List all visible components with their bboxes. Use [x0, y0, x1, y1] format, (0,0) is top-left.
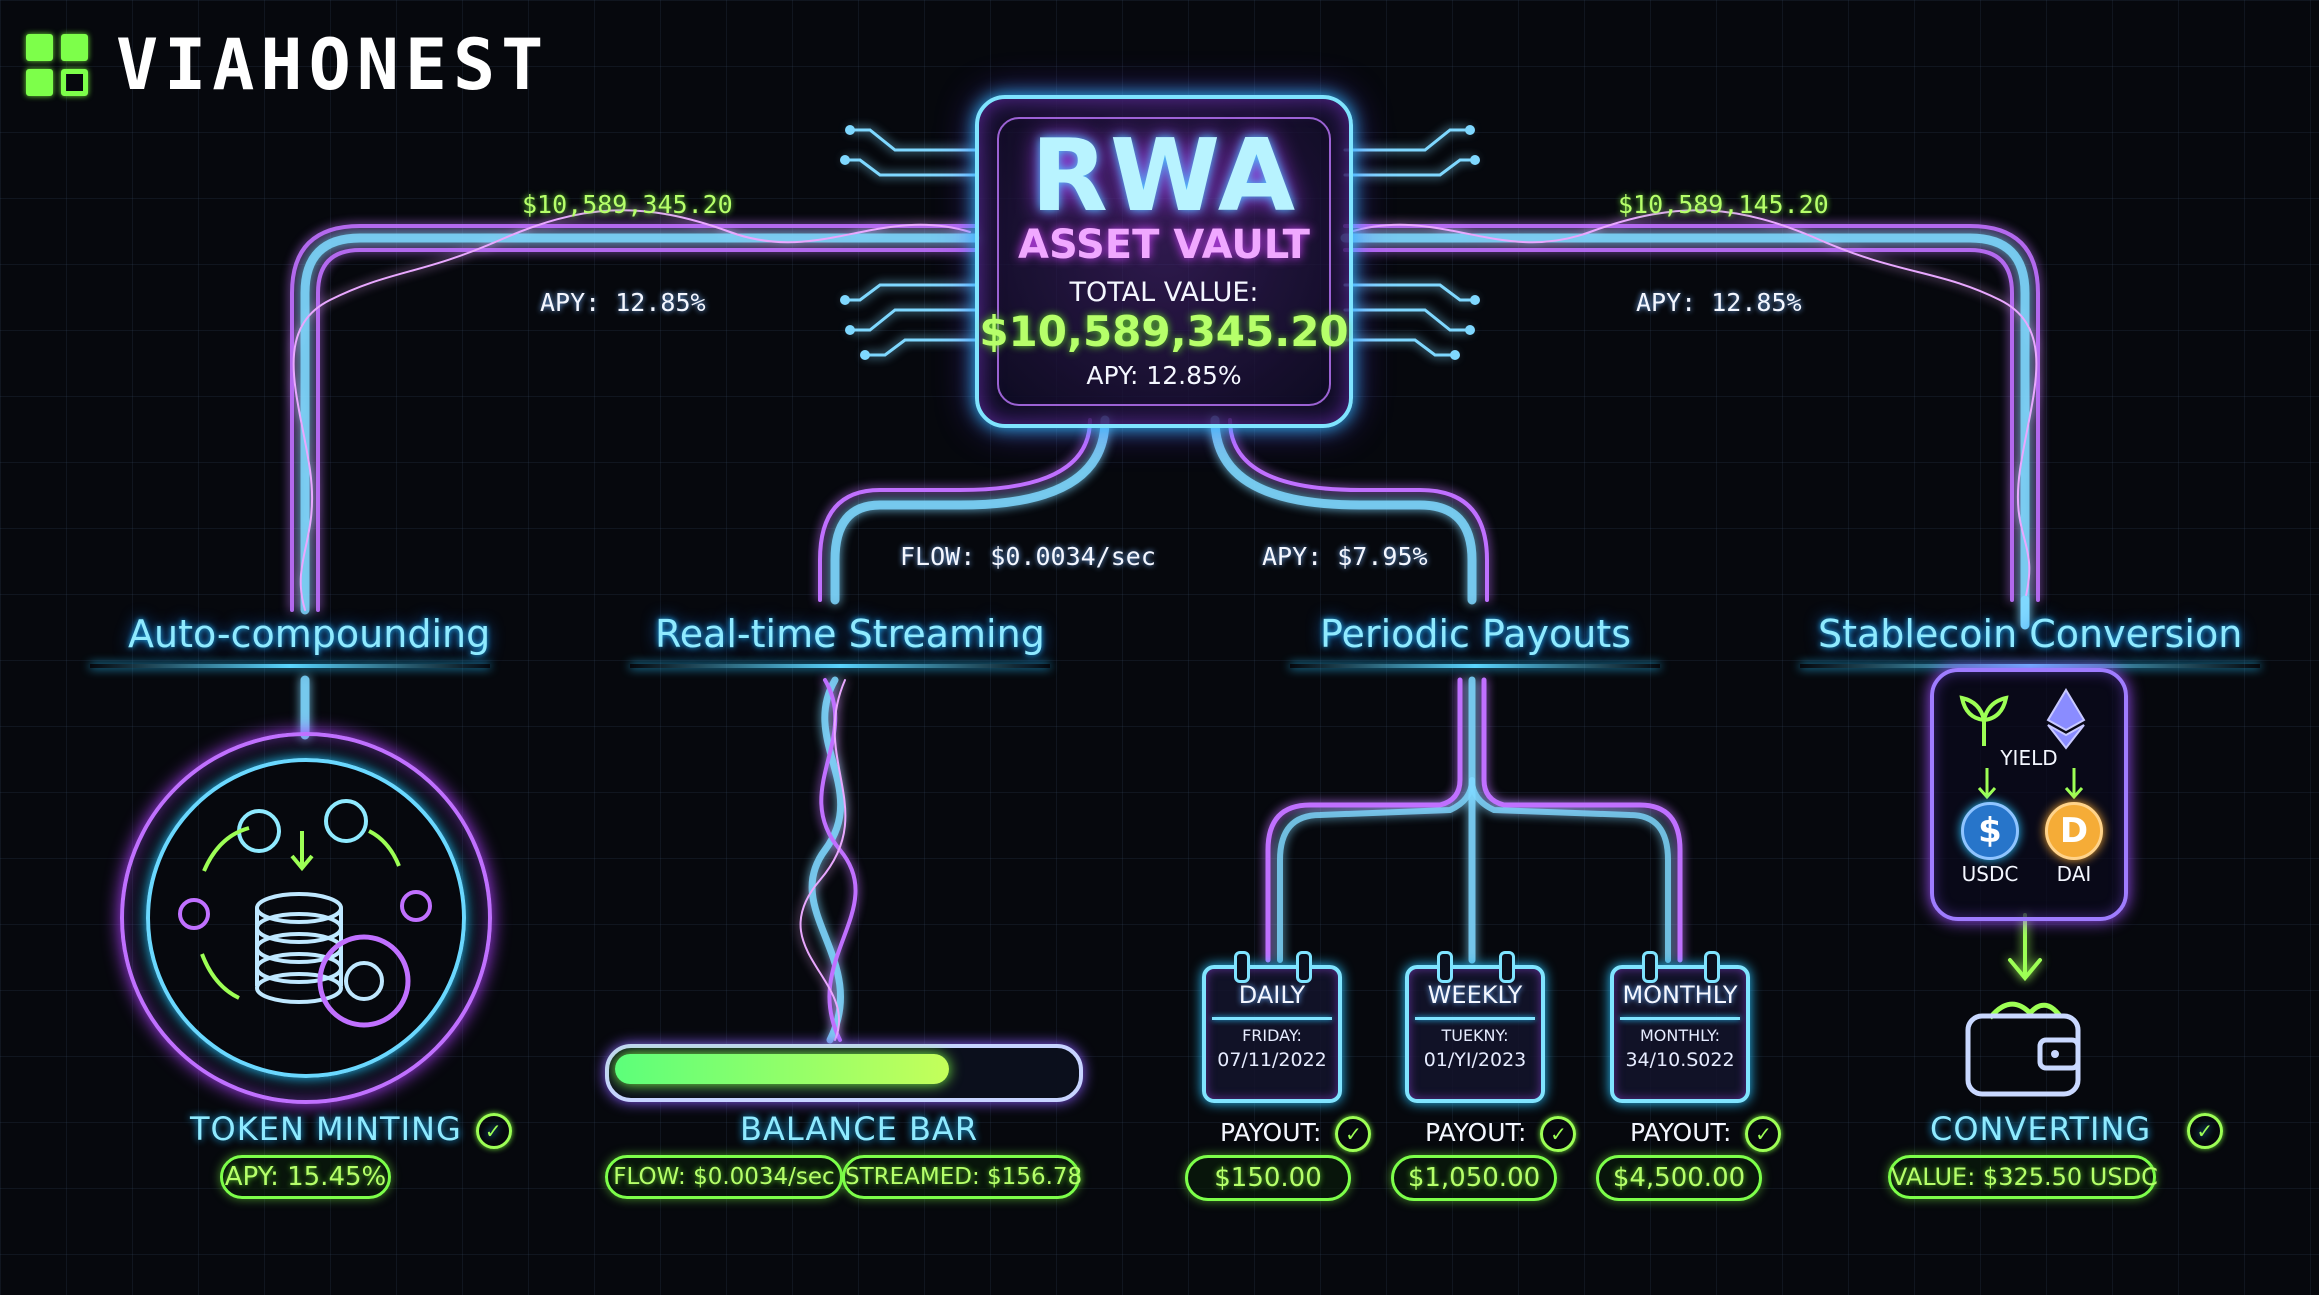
vault-total-label: TOTAL VALUE: [1069, 277, 1259, 308]
calendar-period: WEEKLY [1427, 981, 1523, 1009]
wire-vault-to-autocompound [300, 233, 980, 615]
vault-apy: APY: 12.85% [1086, 361, 1242, 390]
right-flow-apy: APY: 12.85% [1636, 288, 1802, 317]
rwa-asset-vault: RWA ASSET VAULT TOTAL VALUE: $10,589,345… [975, 95, 1353, 428]
wire-vault-to-stablecoin [1340, 233, 2030, 605]
category-auto-compounding: Auto-compounding [128, 612, 491, 656]
payout-apy: APY: $7.95% [1262, 542, 1428, 571]
check-icon: ✓ [1335, 1116, 1372, 1152]
calendar-date: 01/YI/2023 [1423, 1049, 1527, 1071]
check-icon: ✓ [2187, 1113, 2224, 1149]
converting-title: CONVERTING✓ [1930, 1110, 2224, 1149]
category-periodic-payouts: Periodic Payouts [1320, 612, 1632, 656]
convert-arrows-icon [1977, 768, 2084, 800]
brand-logo[interactable]: VIAHONEST [26, 24, 549, 106]
check-icon: ✓ [1745, 1116, 1782, 1152]
calendar-period: DAILY [1238, 981, 1306, 1009]
coin-stack-gear-icon [178, 799, 432, 1028]
calendar-weekly: WEEKLY TUEKNY: 01/YI/2023 [1405, 951, 1545, 1103]
calendar-monthly: MONTHLY MONTHLY: 34/10.S022 [1610, 951, 1750, 1103]
calendar-date: 34/10.S022 [1625, 1049, 1735, 1071]
calendar-period: MONTHLY [1622, 981, 1738, 1009]
token-minting-circle [120, 732, 492, 1104]
category-real-time-streaming: Real-time Streaming [655, 612, 1045, 656]
payout-daily-amount: $150.00 [1185, 1155, 1351, 1201]
vault-subtitle: ASSET VAULT [1018, 222, 1310, 268]
usdc-label: USDC [1961, 862, 2019, 886]
yield-label: YIELD [2000, 746, 2058, 770]
wallet-icon [1965, 1001, 2081, 1097]
qr-grid-icon [26, 34, 88, 96]
vault-total-value: $10,589,345.20 [979, 307, 1349, 356]
dai-label: DAI [2056, 862, 2092, 886]
calendar-date: 07/11/2022 [1217, 1049, 1327, 1071]
balance-bar-title: BALANCE BAR [740, 1110, 979, 1148]
right-flow-value: $10,589,145.20 [1618, 190, 1829, 219]
left-flow-apy: APY: 12.85% [540, 288, 706, 317]
wire-vault-to-streaming [830, 415, 1110, 605]
dai-icon: D [2045, 802, 2103, 860]
token-minting-title: TOKEN MINTING✓ [190, 1110, 512, 1149]
payout-weekly-amount: $1,050.00 [1391, 1155, 1557, 1201]
category-stablecoin-conversion: Stablecoin Conversion [1818, 612, 2243, 656]
balance-flow-pill: FLOW: $0.0034/sec [605, 1155, 843, 1199]
calendar-day: TUEKNY: [1441, 1026, 1509, 1045]
payout-monthly-label: PAYOUT:✓ [1630, 1116, 1782, 1152]
sprout-icon [1959, 695, 2009, 746]
balance-streamed-pill: STREAMED: $156.78 [842, 1155, 1082, 1199]
check-icon: ✓ [475, 1113, 512, 1149]
balance-bar-fill [615, 1054, 949, 1084]
vault-title: RWA [1030, 117, 1298, 234]
calendar-day: MONTHLY: [1640, 1026, 1720, 1045]
calendar-day: FRIDAY: [1242, 1026, 1302, 1045]
token-minting-apy: APY: 15.45% [220, 1155, 391, 1199]
payout-daily-label: PAYOUT:✓ [1220, 1116, 1372, 1152]
left-flow-value: $10,589,345.20 [522, 190, 733, 219]
converting-value: VALUE: $325.50 USDC [1888, 1155, 2158, 1199]
stream-flow-rate: FLOW: $0.0034/sec [900, 542, 1156, 571]
payout-monthly-amount: $4,500.00 [1596, 1155, 1762, 1201]
usdc-icon: $ [1961, 802, 2019, 860]
calendar-daily: DAILY FRIDAY: 07/11/2022 [1202, 951, 1342, 1103]
brand-name: VIAHONEST [116, 24, 550, 106]
balance-bar [605, 1044, 1083, 1102]
stablecoin-conversion-panel: YIELD $ D USDC DAI [1930, 668, 2128, 921]
payout-weekly-label: PAYOUT:✓ [1425, 1116, 1577, 1152]
check-icon: ✓ [1540, 1116, 1577, 1152]
wire-vault-to-payouts [1210, 415, 1477, 605]
ethereum-icon [2046, 688, 2086, 750]
